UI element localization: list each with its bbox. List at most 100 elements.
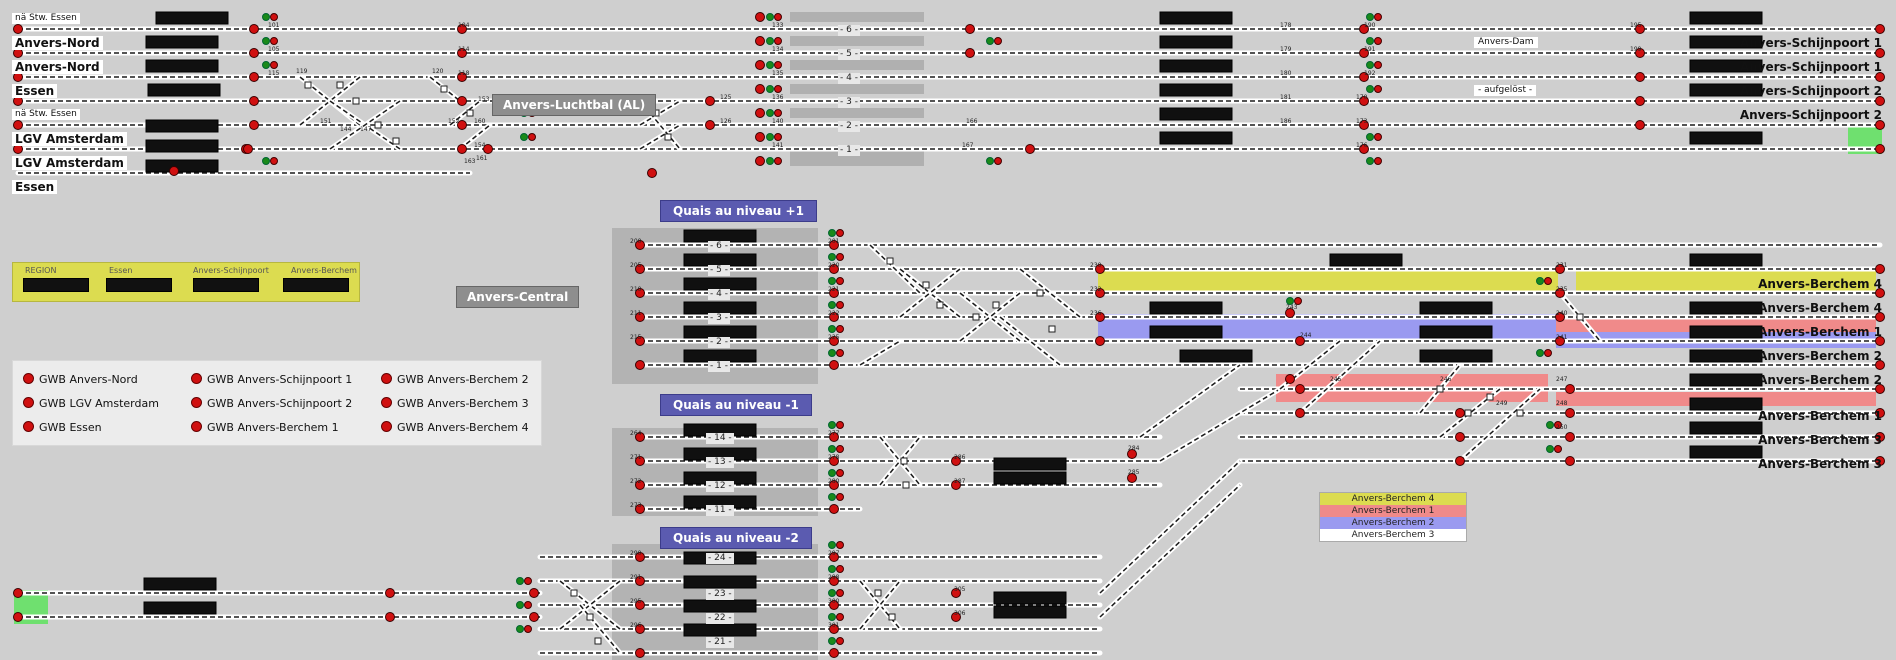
- signal-icon[interactable]: [457, 120, 467, 130]
- signal-icon[interactable]: [1359, 72, 1369, 82]
- signal-icon[interactable]: [1555, 264, 1565, 274]
- signal-icon[interactable]: [1565, 384, 1575, 394]
- gwb-button[interactable]: GWB Anvers-Berchem 1: [191, 421, 339, 434]
- signal-icon[interactable]: [385, 612, 395, 622]
- signal-icon[interactable]: [13, 24, 23, 34]
- signal-icon[interactable]: [829, 552, 839, 562]
- signal-icon[interactable]: [635, 504, 645, 514]
- gwb-button[interactable]: GWB Anvers-Berchem 3: [381, 397, 529, 410]
- signal-icon[interactable]: [635, 576, 645, 586]
- signal-icon[interactable]: [529, 588, 539, 598]
- signal-icon[interactable]: [1285, 374, 1295, 384]
- signal-icon[interactable]: [1295, 408, 1305, 418]
- signal-icon[interactable]: [1095, 264, 1105, 274]
- signal-icon[interactable]: [249, 120, 259, 130]
- signal-icon[interactable]: [1359, 120, 1369, 130]
- switch-point[interactable]: [664, 133, 672, 141]
- signal-icon[interactable]: [829, 456, 839, 466]
- signal-icon[interactable]: [635, 240, 645, 250]
- signal-icon[interactable]: [635, 264, 645, 274]
- signal-icon[interactable]: [755, 156, 765, 166]
- signal-icon[interactable]: [1025, 144, 1035, 154]
- signal-icon[interactable]: [829, 600, 839, 610]
- signal-icon[interactable]: [457, 96, 467, 106]
- signal-icon[interactable]: [1295, 384, 1305, 394]
- signal-icon[interactable]: [1875, 408, 1885, 418]
- signal-icon[interactable]: [529, 612, 539, 622]
- signal-icon[interactable]: [829, 648, 839, 658]
- switch-point[interactable]: [922, 281, 930, 289]
- signal-icon[interactable]: [1635, 72, 1645, 82]
- signal-icon[interactable]: [1875, 48, 1885, 58]
- signal-icon[interactable]: [1635, 120, 1645, 130]
- signal-icon[interactable]: [1875, 96, 1885, 106]
- switch-point[interactable]: [392, 137, 400, 145]
- signal-icon[interactable]: [249, 96, 259, 106]
- signal-icon[interactable]: [13, 612, 23, 622]
- signal-icon[interactable]: [951, 612, 961, 622]
- signal-icon[interactable]: [1875, 456, 1885, 466]
- switch-point[interactable]: [466, 109, 474, 117]
- signal-icon[interactable]: [965, 24, 975, 34]
- switch-point[interactable]: [1486, 393, 1494, 401]
- signal-icon[interactable]: [635, 552, 645, 562]
- switch-point[interactable]: [1576, 313, 1584, 321]
- signal-icon[interactable]: [635, 600, 645, 610]
- signal-icon[interactable]: [829, 432, 839, 442]
- signal-icon[interactable]: [483, 144, 493, 154]
- signal-icon[interactable]: [829, 288, 839, 298]
- signal-icon[interactable]: [635, 624, 645, 634]
- signal-icon[interactable]: [635, 312, 645, 322]
- signal-icon[interactable]: [1455, 408, 1465, 418]
- switch-point[interactable]: [374, 121, 382, 129]
- signal-icon[interactable]: [457, 144, 467, 154]
- switch-point[interactable]: [594, 637, 602, 645]
- signal-icon[interactable]: [1359, 144, 1369, 154]
- signal-icon[interactable]: [1095, 288, 1105, 298]
- signal-icon[interactable]: [829, 504, 839, 514]
- signal-icon[interactable]: [1095, 312, 1105, 322]
- signal-icon[interactable]: [635, 456, 645, 466]
- signal-icon[interactable]: [1359, 24, 1369, 34]
- signal-icon[interactable]: [13, 120, 23, 130]
- signal-icon[interactable]: [1455, 432, 1465, 442]
- signal-icon[interactable]: [755, 12, 765, 22]
- signal-icon[interactable]: [1875, 72, 1885, 82]
- signal-icon[interactable]: [829, 480, 839, 490]
- signal-icon[interactable]: [1565, 456, 1575, 466]
- signal-icon[interactable]: [829, 264, 839, 274]
- signal-icon[interactable]: [635, 336, 645, 346]
- signal-icon[interactable]: [951, 480, 961, 490]
- switch-point[interactable]: [1436, 385, 1444, 393]
- signal-icon[interactable]: [1555, 336, 1565, 346]
- signal-icon[interactable]: [1875, 312, 1885, 322]
- switch-point[interactable]: [992, 301, 1000, 309]
- gwb-button[interactable]: GWB Anvers-Berchem 2: [381, 373, 529, 386]
- signal-icon[interactable]: [635, 288, 645, 298]
- switch-point[interactable]: [1036, 289, 1044, 297]
- signal-icon[interactable]: [169, 166, 179, 176]
- signal-icon[interactable]: [829, 336, 839, 346]
- signal-icon[interactable]: [1875, 264, 1885, 274]
- signal-icon[interactable]: [1875, 288, 1885, 298]
- switch-point[interactable]: [440, 85, 448, 93]
- switch-point[interactable]: [570, 589, 578, 597]
- signal-icon[interactable]: [647, 168, 657, 178]
- signal-icon[interactable]: [755, 60, 765, 70]
- signal-icon[interactable]: [243, 144, 253, 154]
- signal-icon[interactable]: [1875, 432, 1885, 442]
- switch-point[interactable]: [1464, 409, 1472, 417]
- signal-icon[interactable]: [1359, 48, 1369, 58]
- signal-icon[interactable]: [1875, 120, 1885, 130]
- signal-icon[interactable]: [965, 48, 975, 58]
- switch-point[interactable]: [874, 589, 882, 597]
- signal-icon[interactable]: [385, 588, 395, 598]
- signal-icon[interactable]: [755, 84, 765, 94]
- signal-icon[interactable]: [951, 588, 961, 598]
- gwb-button[interactable]: GWB Anvers-Nord: [23, 373, 138, 386]
- signal-icon[interactable]: [755, 36, 765, 46]
- signal-icon[interactable]: [457, 24, 467, 34]
- signal-icon[interactable]: [1359, 96, 1369, 106]
- signal-icon[interactable]: [1565, 408, 1575, 418]
- signal-icon[interactable]: [1875, 336, 1885, 346]
